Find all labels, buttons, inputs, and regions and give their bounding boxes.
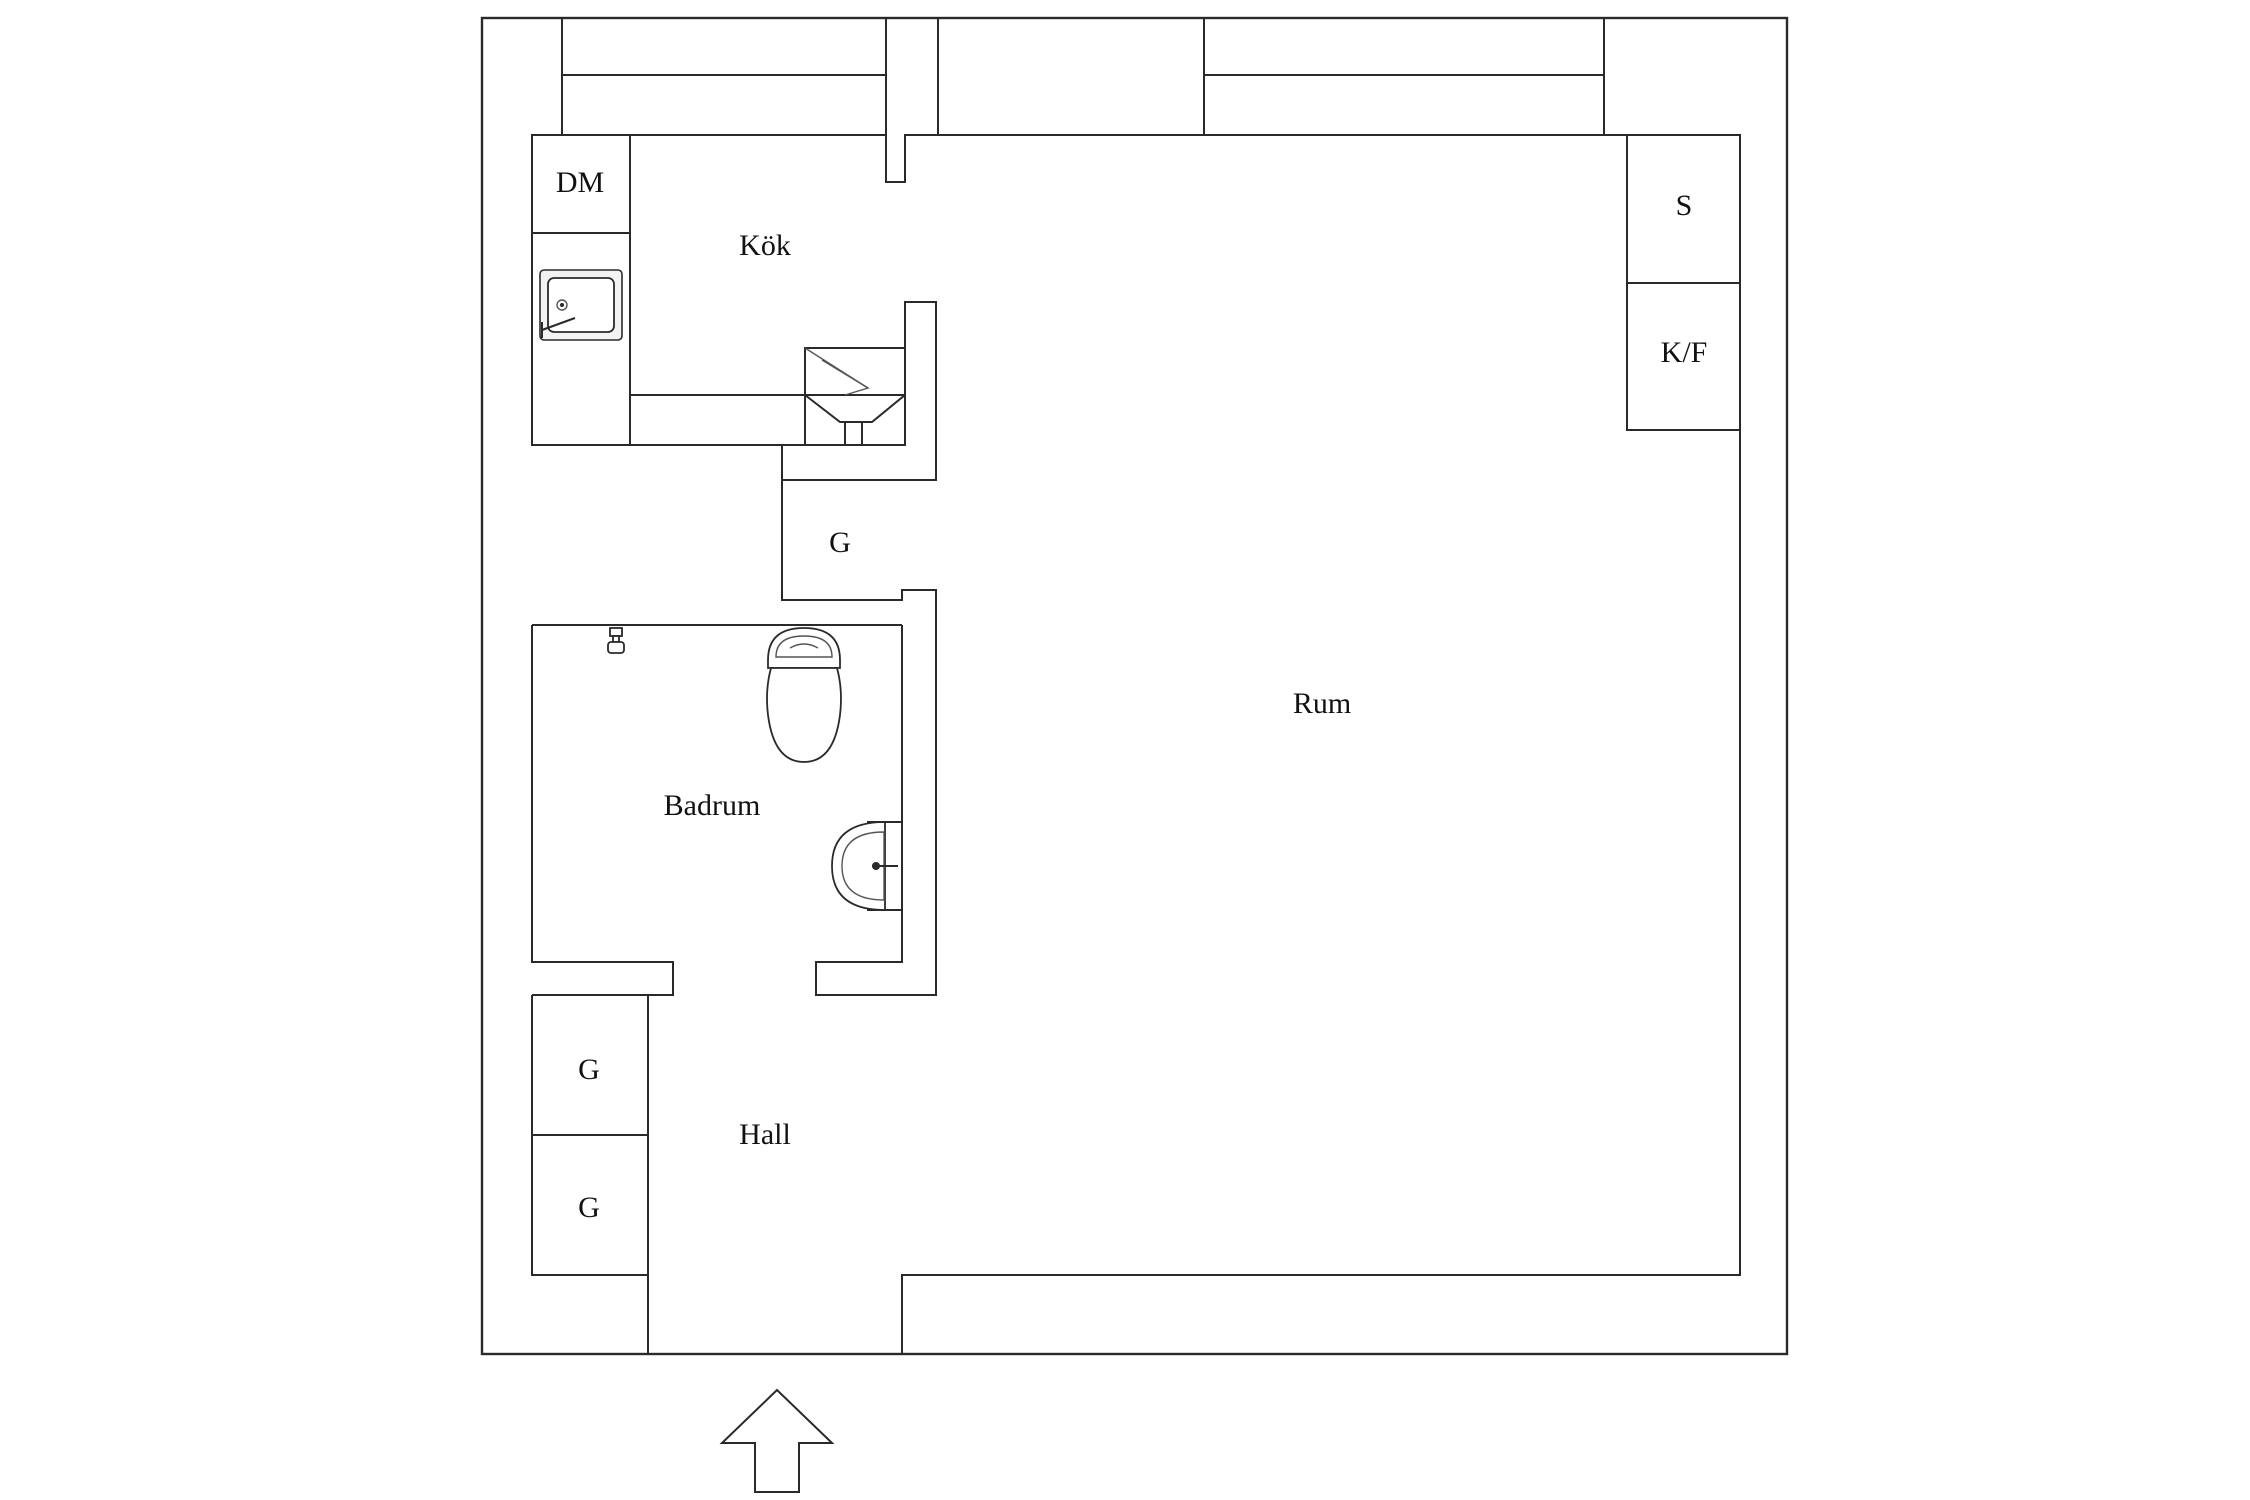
outer-wall <box>480 16 1789 1356</box>
stove-icon <box>804 347 906 446</box>
entrance-arrow-icon <box>719 1388 835 1493</box>
washbasin-icon <box>831 821 903 911</box>
right-storage <box>1626 134 1740 431</box>
label-g-hall-top: G <box>578 1053 600 1086</box>
kitchen-fixtures <box>531 134 906 446</box>
room-label-hall: Hall <box>739 1118 791 1151</box>
kitchen-sink-icon <box>539 269 623 341</box>
label-dm: DM <box>556 166 604 199</box>
label-g-kitchen: G <box>829 526 851 559</box>
room-label-rum: Rum <box>1293 687 1351 720</box>
room-label-badrum: Badrum <box>664 789 761 822</box>
interior-walls <box>531 134 1741 1354</box>
label-kf: K/F <box>1661 336 1708 369</box>
window-band <box>561 17 1605 183</box>
shower-icon <box>607 627 625 654</box>
toilet-icon <box>766 627 842 763</box>
room-label-kok: Kök <box>739 229 791 262</box>
bathroom-fixtures <box>607 627 903 911</box>
label-g-hall-bottom: G <box>578 1191 600 1224</box>
kitchen-counter <box>629 394 806 446</box>
label-s: S <box>1676 189 1693 222</box>
